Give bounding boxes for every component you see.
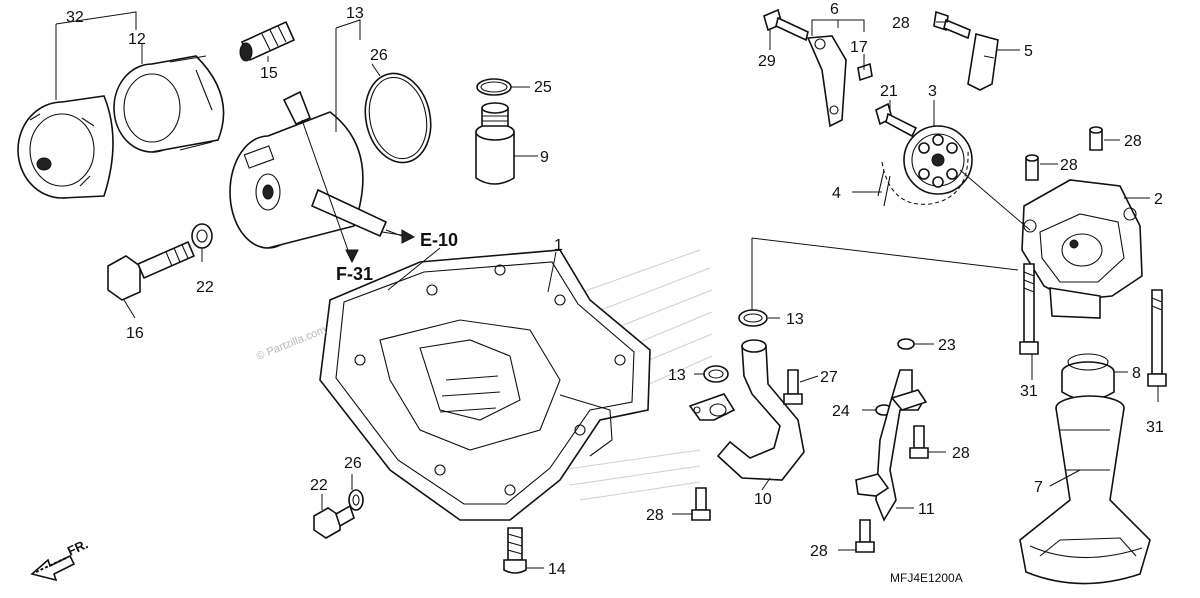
callout-labels: 32 12 15 13 26 25 9 22 16 1 22 26 14 6 1… xyxy=(66,1,1164,578)
o-ring-13-upper[interactable] xyxy=(738,309,768,327)
callout-24: 26 xyxy=(370,47,388,64)
callout-14: 13 xyxy=(346,5,364,22)
bolt-28-upper-right[interactable] xyxy=(909,425,929,459)
callout-18: 16 xyxy=(126,325,144,342)
reference-f31[interactable]: F-31 xyxy=(336,264,373,284)
threaded-stud[interactable] xyxy=(239,20,296,62)
callout-15: 17 xyxy=(850,39,868,56)
callout-5: 5 xyxy=(1024,43,1033,60)
flange-bolt-16[interactable] xyxy=(503,527,527,574)
oil-filter-assembly[interactable] xyxy=(17,95,114,199)
bolt-27[interactable] xyxy=(933,10,971,40)
callout-12: 12 xyxy=(128,31,146,48)
watermark-text: © Partzilla.com xyxy=(255,324,328,363)
washer-15[interactable] xyxy=(857,62,873,82)
callout-32: 32 xyxy=(66,9,84,26)
callout-21: 22 xyxy=(196,279,214,296)
bolt-19[interactable] xyxy=(875,102,918,138)
o-ring-22-upper[interactable] xyxy=(897,338,915,350)
callout-7: 7 xyxy=(1034,479,1043,496)
callout-4: 4 xyxy=(832,185,841,202)
callout-6: 6 xyxy=(830,1,839,18)
dowel-pin-26-b[interactable] xyxy=(1025,154,1039,181)
callout-28-pipe-upper: 27 xyxy=(820,369,838,386)
oil-pan[interactable] xyxy=(319,249,651,521)
callout-10: 10 xyxy=(754,491,772,508)
o-ring-13-lower[interactable] xyxy=(703,365,729,383)
drain-bolt[interactable] xyxy=(107,240,196,301)
bolt-28-pipe-upper[interactable] xyxy=(783,369,803,405)
callout-3: 3 xyxy=(928,83,937,100)
oil-pan-drain-bolt[interactable] xyxy=(313,504,355,539)
callout-20: 22 xyxy=(310,477,328,494)
oil-pump[interactable] xyxy=(1021,179,1143,319)
callout-8: 8 xyxy=(1132,365,1141,382)
sealing-washer[interactable] xyxy=(191,223,213,249)
callout-17: 15 xyxy=(260,65,278,82)
callout-29: 29 xyxy=(758,53,776,70)
callout-28-pipe-lower: 28 xyxy=(646,507,664,524)
callout-26-right: 28 xyxy=(1124,133,1142,150)
tensioner-arm-6[interactable] xyxy=(806,35,847,128)
bolt-28-lower-right[interactable] xyxy=(855,519,875,553)
reference-e10[interactable]: E-10 xyxy=(420,230,458,250)
drain-bolt-washer[interactable] xyxy=(348,489,364,511)
long-bolt-30[interactable] xyxy=(1019,263,1039,355)
callout-22-upper: 23 xyxy=(938,337,956,354)
callout-11: 11 xyxy=(918,501,935,518)
callout-23: 25 xyxy=(534,79,552,96)
callout-16: 14 xyxy=(548,561,566,578)
callout-25: 26 xyxy=(344,455,362,472)
callout-28-right-lower: 28 xyxy=(810,543,828,560)
strainer-seal[interactable] xyxy=(1061,353,1115,401)
oil-strainer[interactable] xyxy=(1019,395,1151,585)
callout-28-right-upper: 28 xyxy=(952,445,970,462)
callout-13-lower: 13 xyxy=(668,367,686,384)
front-direction-arrow: FR. xyxy=(30,536,90,582)
bolt-29[interactable] xyxy=(763,8,809,42)
oil-pump-sprocket[interactable] xyxy=(903,125,973,195)
o-ring-small[interactable] xyxy=(476,78,512,96)
bolt-28-pipe-lower[interactable] xyxy=(691,487,711,521)
oil-pipe[interactable] xyxy=(688,339,805,481)
callout-27: 28 xyxy=(892,15,910,32)
callout-13-upper: 13 xyxy=(786,311,804,328)
chain-guide-5[interactable] xyxy=(967,32,999,91)
callout-30: 31 xyxy=(1020,383,1038,400)
callout-26-left: 28 xyxy=(1060,157,1078,174)
callout-19: 21 xyxy=(880,83,898,100)
callout-22-lower: 24 xyxy=(832,403,850,420)
diagram-code: MFJ4E1200A xyxy=(890,571,963,585)
o-ring-large[interactable] xyxy=(357,67,438,168)
leader-lines xyxy=(55,11,1159,569)
dowel-pin-26-a[interactable] xyxy=(1089,126,1103,151)
oil-cooler[interactable] xyxy=(229,90,388,249)
oil-pressure-fitting[interactable] xyxy=(475,102,515,185)
long-bolt-31[interactable] xyxy=(1147,289,1167,387)
front-marker-label: FR. xyxy=(65,536,90,558)
reference-arrows xyxy=(345,229,416,264)
callout-1: 1 xyxy=(554,237,563,254)
watermark-logo-hatching xyxy=(559,249,713,501)
oil-filter-element[interactable] xyxy=(113,55,225,153)
callout-31: 31 xyxy=(1146,419,1164,436)
oil-pipe-11[interactable] xyxy=(855,369,928,522)
callout-2: 2 xyxy=(1154,191,1163,208)
callout-9: 9 xyxy=(540,149,549,166)
